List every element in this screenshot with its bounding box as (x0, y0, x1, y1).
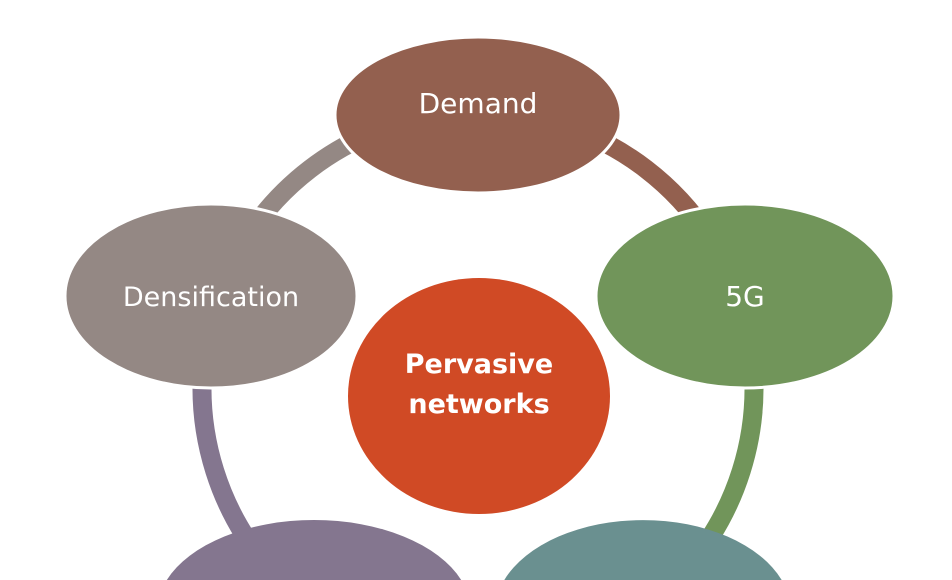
node-densification (63, 202, 359, 390)
node-5g (594, 202, 896, 390)
node-demand (333, 35, 623, 195)
node-bottom-left (166, 519, 462, 580)
center-label-line1: Pervasive (405, 349, 553, 380)
node-demand-label: Demand (419, 87, 538, 120)
node-bottom-right (504, 520, 782, 580)
center-node (348, 278, 610, 514)
center-label-line2: networks (408, 389, 549, 420)
node-densification-label: Densification (123, 282, 299, 313)
node-5g-label: 5G (725, 280, 765, 313)
